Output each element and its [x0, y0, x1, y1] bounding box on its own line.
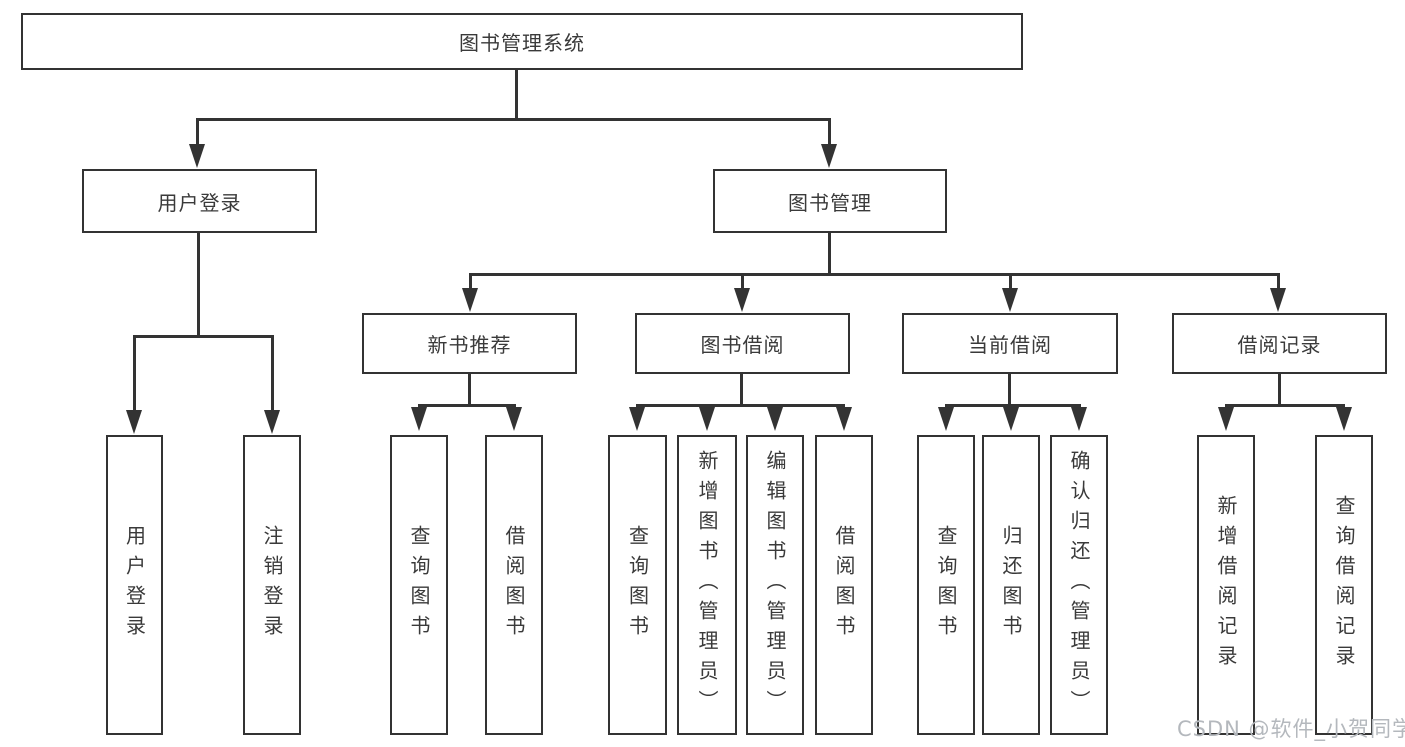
connector-current-borrowing-split	[945, 404, 1081, 407]
connector-book-borrowing-trunk	[740, 374, 743, 407]
connector-user-login-split	[133, 335, 274, 338]
arrow-down-icon	[1003, 407, 1019, 431]
leaf-add-books-admin: 新增图书（管理员）	[677, 435, 737, 735]
arrow-down-icon	[1336, 407, 1352, 431]
arrow-down-icon	[821, 144, 837, 168]
node-user-login: 用户登录	[82, 169, 317, 233]
node-book-management: 图书管理	[713, 169, 947, 233]
leaf-label: 借阅图书	[502, 525, 526, 645]
leaf-label: 用户登录	[122, 525, 147, 645]
connector-current-borrowing-trunk	[1008, 374, 1011, 407]
leaf-add-borrow-record: 新增借阅记录	[1197, 435, 1255, 735]
leaf-logout: 注销登录	[243, 435, 301, 735]
leaf-borrow-books: 借阅图书	[815, 435, 873, 735]
connector-drop-borrowing-records	[1277, 273, 1280, 290]
leaf-return-books: 归还图书	[982, 435, 1040, 735]
leaf-label: 新增图书（管理员）	[695, 450, 719, 720]
arrow-down-icon	[836, 407, 852, 431]
arrow-down-icon	[189, 144, 205, 168]
connector-book-management-trunk	[828, 233, 831, 273]
arrow-down-icon	[699, 407, 715, 431]
arrow-down-icon	[1002, 288, 1018, 312]
connector-level3-split	[469, 273, 1280, 276]
leaf-label: 注销登录	[260, 525, 284, 645]
node-book-borrowing: 图书借阅	[635, 313, 850, 374]
connector-user-login-trunk	[197, 233, 200, 335]
leaf-user-login: 用户登录	[106, 435, 163, 735]
connector-level2-split	[196, 118, 831, 121]
arrow-down-icon	[1218, 407, 1234, 431]
leaf-label: 借阅图书	[832, 525, 856, 645]
node-current-borrowing: 当前借阅	[902, 313, 1118, 374]
connector-drop-current-borrowing	[1009, 273, 1012, 290]
leaf-label: 归还图书	[999, 525, 1023, 645]
leaf-label: 查询借阅记录	[1332, 495, 1356, 675]
leaf-query-books-recommend: 查询图书	[390, 435, 448, 735]
connector-new-book-trunk	[468, 374, 471, 407]
node-library-system: 图书管理系统	[21, 13, 1023, 70]
leaf-query-books-borrowing: 查询图书	[608, 435, 667, 735]
node-borrowing-records: 借阅记录	[1172, 313, 1387, 374]
connector-drop-login	[133, 335, 136, 412]
arrow-down-icon	[1071, 407, 1087, 431]
connector-borrowing-records-trunk	[1278, 374, 1281, 407]
leaf-label: 确认归还（管理员）	[1067, 450, 1091, 720]
leaf-edit-books-admin: 编辑图书（管理员）	[746, 435, 804, 735]
arrow-down-icon	[126, 410, 142, 434]
connector-book-borrowing-split	[636, 404, 845, 407]
leaf-label: 查询图书	[625, 525, 650, 645]
connector-new-book-split	[418, 404, 516, 407]
connector-borrowing-records-split	[1225, 404, 1345, 407]
connector-root-trunk	[515, 70, 518, 118]
connector-drop-book-management	[828, 118, 831, 146]
leaf-label: 编辑图书（管理员）	[763, 450, 787, 720]
arrow-down-icon	[629, 407, 645, 431]
node-new-book-recommend: 新书推荐	[362, 313, 577, 374]
connector-drop-book-borrowing	[741, 273, 744, 290]
arrow-down-icon	[411, 407, 427, 431]
arrow-down-icon	[938, 407, 954, 431]
arrow-down-icon	[462, 288, 478, 312]
leaf-confirm-return-admin: 确认归还（管理员）	[1050, 435, 1108, 735]
leaf-query-books-current: 查询图书	[917, 435, 975, 735]
leaf-borrow-books-recommend: 借阅图书	[485, 435, 543, 735]
connector-drop-logout	[271, 335, 274, 412]
leaf-query-borrow-record: 查询借阅记录	[1315, 435, 1373, 735]
arrow-down-icon	[506, 407, 522, 431]
arrow-down-icon	[767, 407, 783, 431]
leaf-label: 查询图书	[407, 525, 431, 645]
leaf-label: 新增借阅记录	[1214, 495, 1238, 675]
connector-drop-user-login	[196, 118, 199, 146]
connector-drop-new-book	[469, 273, 472, 290]
csdn-watermark: CSDN @软件_小贺同学	[1177, 717, 1405, 741]
arrow-down-icon	[734, 288, 750, 312]
arrow-down-icon	[1270, 288, 1286, 312]
arrow-down-icon	[264, 410, 280, 434]
leaf-label: 查询图书	[934, 525, 958, 645]
